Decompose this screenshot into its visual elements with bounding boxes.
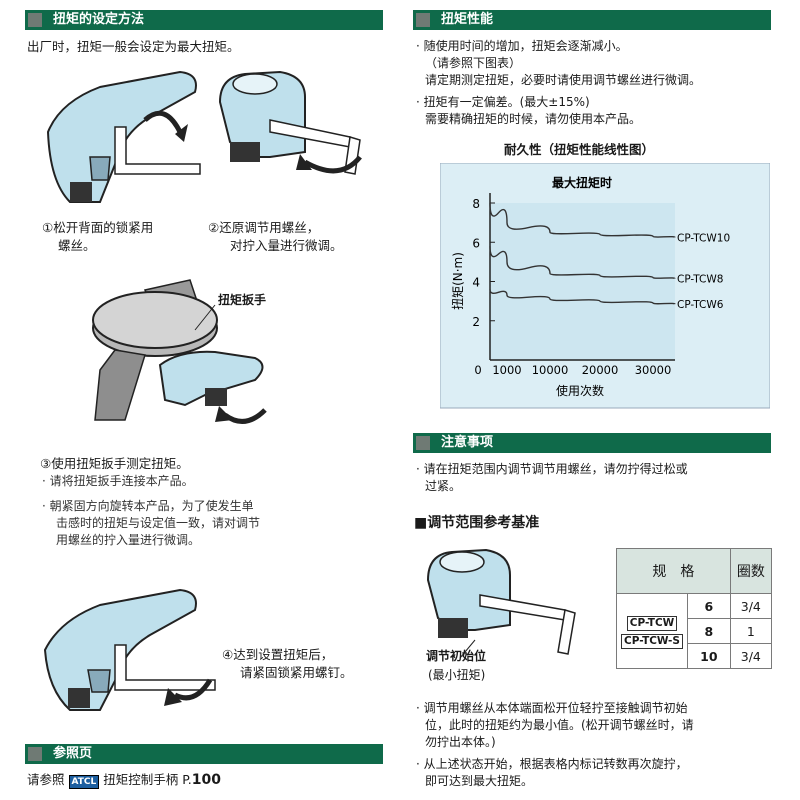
section-header-torque-setting: 扭矩的设定方法	[25, 10, 383, 30]
y-tick-label: 6	[472, 236, 480, 250]
perf-line1: · 随使用时间的增加，扭矩会逐渐减小。	[416, 39, 628, 53]
adjust-line2: 位，此时的扭矩约为最小值。(松开调节螺丝时，请	[425, 718, 694, 732]
table-header-row: 规 格 圈数	[616, 548, 773, 594]
illustration-adjust	[426, 548, 576, 659]
x-tick-label: 1000	[492, 363, 521, 377]
illustration-step2	[218, 70, 362, 175]
model-cp-tcw-s: CP-TCW-S	[621, 634, 683, 649]
adjust-line1: · 调节用螺丝从本体端面松开位轻拧至接触调节初始	[416, 701, 688, 715]
reference-page-link[interactable]: 100	[191, 772, 222, 788]
series-label-cp-tcw6: CP-TCW6	[677, 299, 724, 311]
adjust-line3: 勿拧出本体。)	[425, 735, 496, 749]
spec-table: 规 格 圈数 CP-TCW CP-TCW-S 6 3/4 8 1 10 3/4	[616, 548, 773, 669]
series-line-cp-tcw8	[489, 246, 676, 280]
plot-area	[490, 203, 675, 360]
spec-cell: 6	[687, 593, 731, 619]
step3-line3: 击感时的扭矩与设定值一致，请对调节	[56, 516, 261, 530]
section-title: 扭矩的设定方法	[53, 12, 145, 27]
min-torque-label: (最小扭矩)	[428, 668, 486, 682]
step2-line2: 对拧入量进行微调。	[230, 238, 343, 253]
col-spec-header: 规 格	[616, 548, 731, 594]
section-header-torque-performance: 扭矩性能	[413, 10, 771, 30]
y-tick-label: 8	[472, 197, 480, 211]
table-row: CP-TCW CP-TCW-S 6 3/4	[616, 593, 773, 669]
model-cell: CP-TCW CP-TCW-S	[616, 593, 688, 669]
durability-chart: 最大扭矩时 2 4 6 8 0 1000 10000 20000 30000 扭矩(N·m) 使用次数…	[440, 163, 770, 409]
caution-line2: 过紧。	[425, 479, 462, 493]
step2-line1: ②还原调节用螺丝，	[208, 220, 320, 235]
series-label-cp-tcw8: CP-TCW8	[677, 274, 723, 286]
step3-line1: · 请将扭矩扳手连接本产品。	[42, 474, 194, 488]
caution-line1: · 请在扭矩范围内调节调节用螺丝，请勿拧得过松或	[416, 462, 688, 476]
series-line-cp-tcw10	[489, 202, 676, 239]
y-tick-label: 4	[472, 276, 480, 290]
y-axis-label: 扭矩(N·m)	[451, 252, 465, 310]
spec-cell: 8	[687, 618, 731, 644]
range-title: ■调节范围参考基准	[414, 515, 540, 531]
header-square-icon	[28, 13, 42, 27]
reference-prefix: 请参照	[27, 772, 65, 787]
adjust-line5: 即可达到最大扭矩。	[425, 774, 534, 788]
chart-subtitle: 最大扭矩时	[552, 175, 612, 190]
header-square-icon	[28, 747, 42, 761]
turns-cell: 1	[729, 618, 773, 644]
step1-line2: 螺丝。	[58, 238, 96, 253]
x-tick-label: 10000	[532, 363, 569, 377]
illustration-step3	[92, 279, 267, 424]
y-tick-label: 2	[472, 315, 480, 329]
section-title: 参照页	[53, 746, 93, 761]
table-row: 10 3/4	[617, 643, 773, 669]
spec-cell: 10	[687, 643, 731, 669]
header-square-icon	[416, 13, 430, 27]
perf-line4: · 扭矩有一定偏差。(最大±15%)	[416, 95, 590, 109]
series-line-cp-tcw6	[489, 289, 676, 305]
step3-line2: · 朝紧固方向旋转本产品，为了使发生单	[42, 499, 254, 513]
x-axis-label: 使用次数	[556, 383, 604, 398]
perf-line5: 需要精确扭矩的时候，请勿使用本产品。	[425, 112, 642, 126]
model-cp-tcw: CP-TCW	[626, 616, 678, 631]
col-turns-header: 圈数	[729, 548, 773, 594]
pen-icon	[416, 436, 430, 450]
step3-title: ③使用扭矩扳手测定扭矩。	[40, 456, 189, 471]
perf-line2: （请参照下图表）	[425, 56, 522, 70]
x-tick-label: 20000	[582, 363, 619, 377]
reference-line: 请参照 ATCL 扭矩控制手柄 P.100	[27, 772, 221, 789]
section-title: 注意事项	[441, 435, 494, 450]
torque-wrench-label: 扭矩扳手	[218, 293, 267, 307]
turns-cell: 3/4	[729, 593, 773, 619]
series-label-cp-tcw10: CP-TCW10	[677, 232, 730, 244]
turns-cell: 3/4	[729, 643, 773, 669]
chart-title: 耐久性（扭矩性能线性图）	[504, 142, 655, 157]
perf-line3: 请定期测定扭矩，必要时请使用调节螺丝进行微调。	[425, 73, 702, 87]
section-title: 扭矩性能	[441, 12, 494, 27]
x-tick-label: 0	[474, 363, 481, 377]
adjust-line4: · 从上述状态开始，根据表格内标记转数再次旋拧，	[416, 757, 688, 771]
reference-text: 扭矩控制手柄 P.	[103, 772, 192, 787]
intro-text: 出厂时，扭矩一般会设定为最大扭矩。	[27, 39, 240, 54]
step3-line4: 用螺丝的拧入量进行微调。	[56, 533, 201, 547]
step4-line1: ④达到设置扭矩后，	[222, 647, 334, 662]
section-header-reference: 参照页	[25, 744, 383, 764]
section-header-caution: 注意事项	[413, 433, 771, 453]
illustration-step4	[43, 588, 216, 711]
step4-line2: 请紧固锁紧用螺钉。	[240, 665, 353, 680]
illustration-step1	[46, 70, 201, 203]
initial-position-label: 调节初始位	[426, 649, 487, 663]
x-tick-label: 30000	[635, 363, 672, 377]
atcl-badge[interactable]: ATCL	[68, 775, 100, 789]
step1-line1: ①松开背面的锁紧用	[42, 220, 154, 235]
table-row: 8 1	[617, 618, 773, 644]
